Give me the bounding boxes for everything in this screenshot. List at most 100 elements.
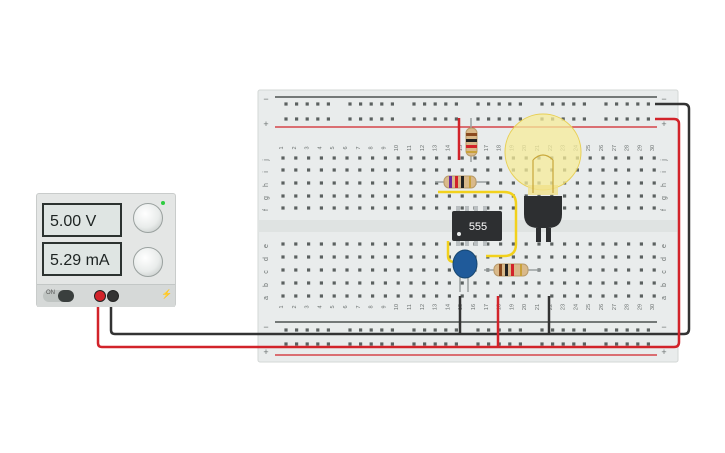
breadboard-hole[interactable] (639, 156, 643, 160)
breadboard-hole[interactable] (281, 242, 285, 246)
breadboard-hole[interactable] (601, 294, 605, 298)
breadboard-hole[interactable] (486, 294, 490, 298)
breadboard-hole[interactable] (422, 194, 426, 198)
breadboard-hole[interactable] (319, 255, 323, 259)
breadboard-hole[interactable] (295, 117, 299, 121)
breadboard-hole[interactable] (460, 194, 464, 198)
breadboard-hole[interactable] (319, 242, 323, 246)
breadboard-hole[interactable] (639, 206, 643, 210)
breadboard-hole[interactable] (345, 156, 349, 160)
breadboard-hole[interactable] (281, 255, 285, 259)
breadboard-hole[interactable] (476, 102, 480, 106)
breadboard-hole[interactable] (447, 156, 451, 160)
breadboard-hole[interactable] (575, 255, 579, 259)
breadboard-hole[interactable] (639, 294, 643, 298)
breadboard-hole[interactable] (396, 294, 400, 298)
breadboard-hole[interactable] (390, 102, 394, 106)
breadboard-hole[interactable] (601, 268, 605, 272)
breadboard-hole[interactable] (575, 242, 579, 246)
breadboard-hole[interactable] (627, 206, 631, 210)
breadboard-hole[interactable] (383, 194, 387, 198)
breadboard-hole[interactable] (348, 328, 352, 332)
breadboard-hole[interactable] (652, 255, 656, 259)
breadboard-hole[interactable] (447, 281, 451, 285)
breadboard-hole[interactable] (460, 242, 464, 246)
breadboard-hole[interactable] (332, 194, 336, 198)
breadboard-hole[interactable] (561, 328, 565, 332)
breadboard-hole[interactable] (460, 206, 464, 210)
breadboard-hole[interactable] (588, 242, 592, 246)
breadboard-hole[interactable] (383, 156, 387, 160)
breadboard-hole[interactable] (319, 181, 323, 185)
breadboard-hole[interactable] (615, 328, 619, 332)
breadboard-hole[interactable] (305, 342, 309, 346)
breadboard-hole[interactable] (524, 242, 528, 246)
breadboard-hole[interactable] (615, 117, 619, 121)
breadboard-hole[interactable] (614, 206, 618, 210)
breadboard-hole[interactable] (444, 117, 448, 121)
breadboard-hole[interactable] (281, 268, 285, 272)
breadboard-hole[interactable] (588, 255, 592, 259)
breadboard-hole[interactable] (396, 168, 400, 172)
breadboard-hole[interactable] (588, 281, 592, 285)
breadboard-hole[interactable] (326, 102, 330, 106)
breadboard-hole[interactable] (499, 194, 503, 198)
breadboard-hole[interactable] (316, 328, 320, 332)
breadboard-hole[interactable] (614, 181, 618, 185)
breadboard-hole[interactable] (307, 281, 311, 285)
breadboard-hole[interactable] (409, 281, 413, 285)
breadboard-hole[interactable] (636, 117, 640, 121)
breadboard-hole[interactable] (625, 102, 629, 106)
breadboard-hole[interactable] (345, 181, 349, 185)
breadboard-hole[interactable] (550, 294, 554, 298)
breadboard-hole[interactable] (319, 206, 323, 210)
breadboard-hole[interactable] (518, 328, 522, 332)
breadboard-hole[interactable] (332, 206, 336, 210)
breadboard-hole[interactable] (396, 156, 400, 160)
breadboard-hole[interactable] (447, 206, 451, 210)
breadboard-hole[interactable] (383, 255, 387, 259)
breadboard-hole[interactable] (511, 255, 515, 259)
breadboard-hole[interactable] (460, 294, 464, 298)
breadboard-hole[interactable] (572, 117, 576, 121)
breadboard-hole[interactable] (358, 294, 362, 298)
breadboard-hole[interactable] (454, 102, 458, 106)
breadboard-hole[interactable] (383, 242, 387, 246)
breadboard-hole[interactable] (345, 242, 349, 246)
breadboard-hole[interactable] (409, 156, 413, 160)
breadboard-hole[interactable] (572, 328, 576, 332)
breadboard-hole[interactable] (371, 206, 375, 210)
breadboard-hole[interactable] (524, 281, 528, 285)
breadboard-hole[interactable] (604, 342, 608, 346)
breadboard-hole[interactable] (652, 156, 656, 160)
breadboard-hole[interactable] (307, 294, 311, 298)
breadboard-hole[interactable] (294, 281, 298, 285)
breadboard-hole[interactable] (345, 194, 349, 198)
breadboard-hole[interactable] (561, 117, 565, 121)
breadboard-hole[interactable] (316, 117, 320, 121)
breadboard-hole[interactable] (497, 102, 501, 106)
breadboard-hole[interactable] (639, 181, 643, 185)
breadboard-hole[interactable] (537, 242, 541, 246)
breadboard-hole[interactable] (524, 255, 528, 259)
breadboard-hole[interactable] (540, 102, 544, 106)
breadboard-hole[interactable] (625, 117, 629, 121)
breadboard-hole[interactable] (627, 156, 631, 160)
breadboard-hole[interactable] (575, 294, 579, 298)
breadboard-hole[interactable] (423, 117, 427, 121)
breadboard-hole[interactable] (511, 242, 515, 246)
breadboard-hole[interactable] (284, 328, 288, 332)
breadboard-hole[interactable] (550, 242, 554, 246)
breadboard-hole[interactable] (295, 342, 299, 346)
breadboard-hole[interactable] (422, 255, 426, 259)
breadboard-hole[interactable] (473, 294, 477, 298)
breadboard-hole[interactable] (396, 206, 400, 210)
breadboard-hole[interactable] (316, 342, 320, 346)
breadboard-hole[interactable] (319, 281, 323, 285)
breadboard-hole[interactable] (614, 168, 618, 172)
breadboard-hole[interactable] (396, 181, 400, 185)
breadboard-hole[interactable] (294, 255, 298, 259)
breadboard-hole[interactable] (332, 281, 336, 285)
breadboard-hole[interactable] (294, 242, 298, 246)
breadboard-hole[interactable] (281, 168, 285, 172)
